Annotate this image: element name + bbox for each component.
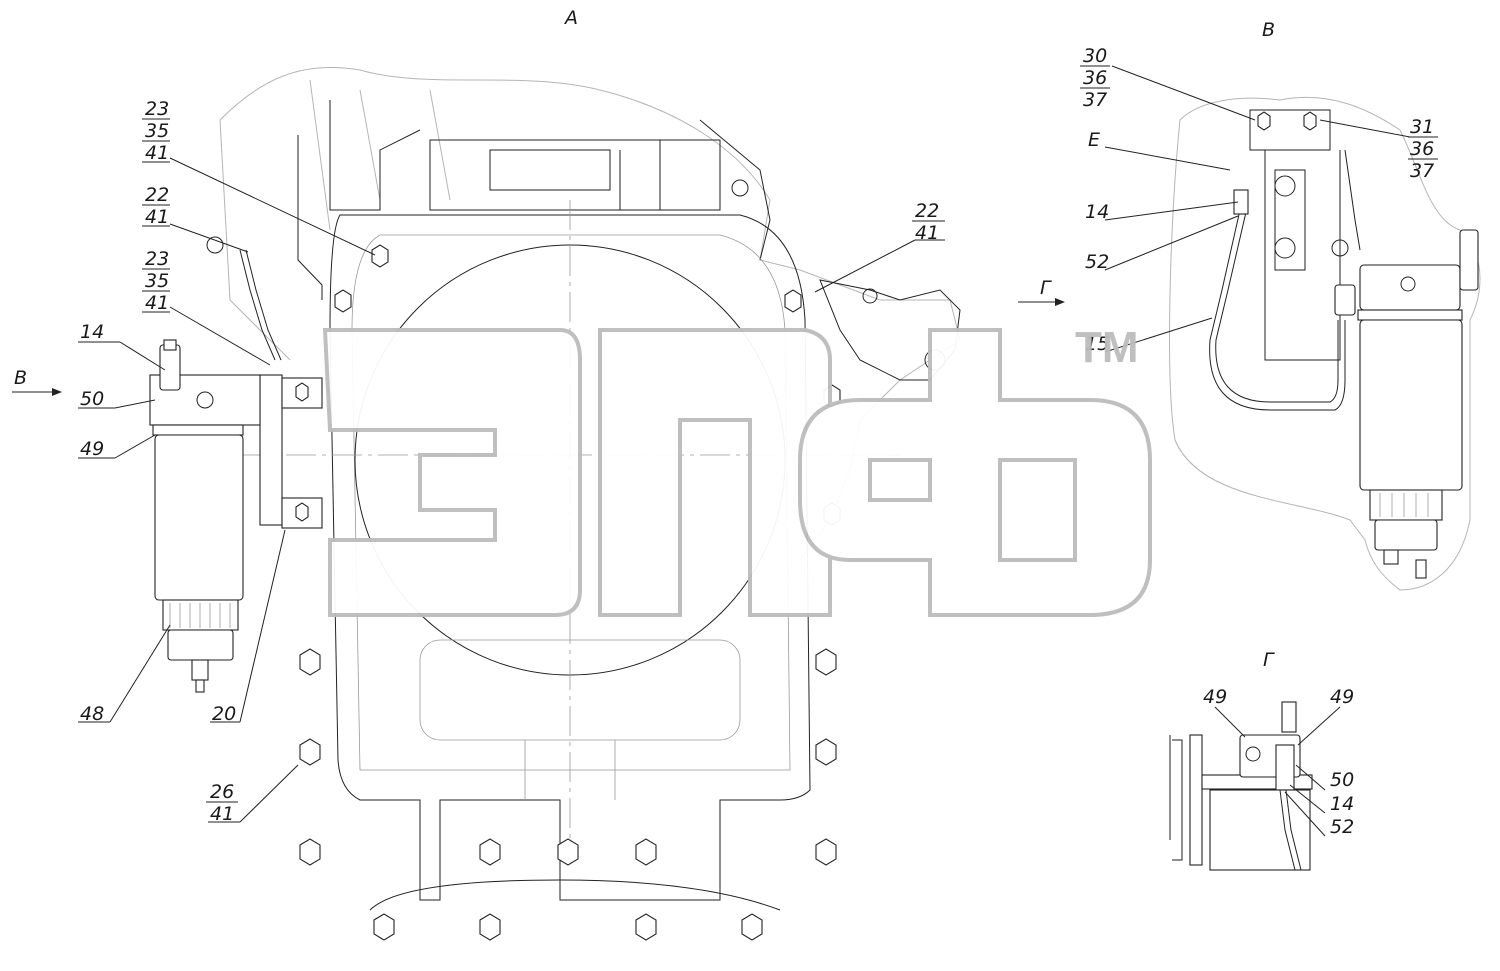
- view-a-title: А: [563, 7, 578, 29]
- view-g: Г 49 49 50 14 52: [1169, 649, 1354, 871]
- label-37: 37: [1083, 89, 1107, 111]
- view-b: В: [1080, 19, 1481, 591]
- view-b-title: В: [1262, 19, 1275, 41]
- fuel-filter-left: [149, 236, 282, 693]
- label-37: 37: [1410, 160, 1434, 182]
- main-view: А 23 35 41 22 41 23 35 41 14 50 49 48 20…: [12, 7, 1065, 941]
- label-22: 22: [915, 200, 939, 222]
- view-g-arrow-label: Г: [1040, 277, 1052, 299]
- label-14: 14: [80, 321, 104, 343]
- label-23: 23: [145, 248, 169, 270]
- view-e-title: Е: [1088, 129, 1100, 151]
- label-36: 36: [1410, 138, 1434, 160]
- view-b-arrow-label: В: [14, 367, 27, 389]
- label-41: 41: [210, 803, 234, 825]
- label-41: 41: [145, 142, 169, 164]
- label-49: 49: [1330, 686, 1354, 708]
- view-g-title: Г: [1263, 649, 1275, 671]
- label-14: 14: [1330, 793, 1354, 815]
- label-26: 26: [210, 781, 234, 803]
- label-52: 52: [1085, 251, 1109, 273]
- fuel-filter-view-b: [1209, 189, 1479, 579]
- label-50: 50: [1330, 769, 1354, 791]
- label-31: 31: [1410, 116, 1434, 138]
- watermark-tm: TM: [1075, 323, 1139, 372]
- leader-lines-main: [12, 157, 1065, 823]
- label-20: 20: [212, 703, 236, 725]
- label-30: 30: [1083, 45, 1107, 67]
- label-35: 35: [145, 120, 169, 142]
- label-50: 50: [80, 388, 104, 410]
- label-52: 52: [1330, 816, 1354, 838]
- label-35: 35: [145, 270, 169, 292]
- label-15: 15: [1085, 333, 1109, 355]
- label-41: 41: [145, 292, 169, 314]
- label-36: 36: [1083, 67, 1107, 89]
- label-23: 23: [145, 98, 169, 120]
- label-49: 49: [1203, 686, 1227, 708]
- label-22: 22: [145, 184, 169, 206]
- label-48: 48: [80, 703, 104, 725]
- label-49: 49: [80, 438, 104, 460]
- label-41: 41: [145, 206, 169, 228]
- watermark-logo: TM: [322, 323, 1152, 617]
- label-41: 41: [915, 222, 939, 244]
- label-14: 14: [1085, 201, 1109, 223]
